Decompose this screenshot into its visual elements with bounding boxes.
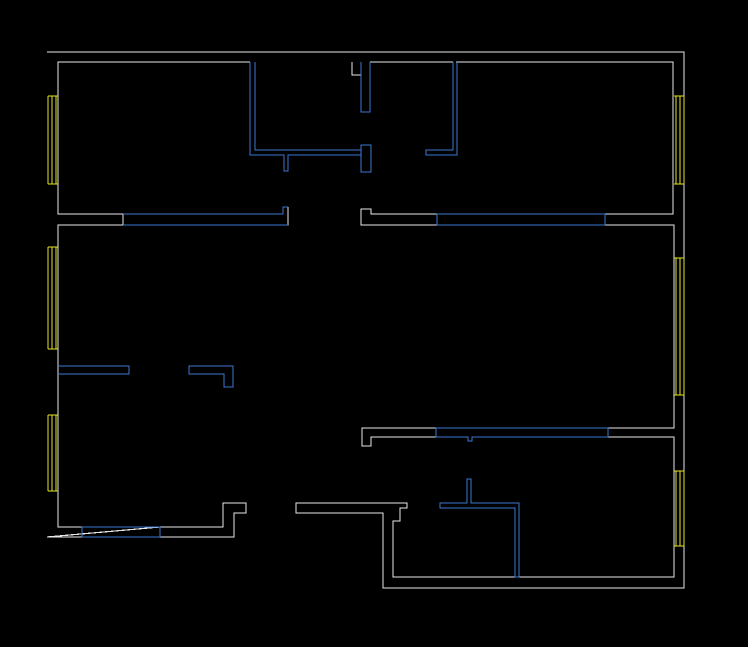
window-right-mid xyxy=(674,257,685,396)
partition-closet-center xyxy=(360,62,372,173)
partition-closet-left xyxy=(249,62,362,172)
outer-walls xyxy=(46,51,685,589)
window-left-mid xyxy=(47,246,58,350)
stub-wall-mid-left xyxy=(123,207,289,226)
partitions xyxy=(58,62,609,578)
partition-bottom-room xyxy=(439,478,520,578)
window-left-bottom xyxy=(47,414,58,492)
partition-top-left-wall xyxy=(123,206,288,226)
window-left-top xyxy=(47,95,58,185)
partition-left-stub xyxy=(58,365,130,375)
stub-wall-lower-right xyxy=(361,427,436,447)
partition-closet-right xyxy=(425,62,458,156)
outer-wall-outline xyxy=(46,51,685,589)
partition-bottom-window xyxy=(81,526,161,538)
window-right-top xyxy=(674,95,685,185)
windows xyxy=(47,95,685,547)
window-right-bottom xyxy=(674,470,685,547)
partition-lower-right-wall xyxy=(435,427,609,442)
partition-top-right-wall xyxy=(436,213,606,226)
partition-center-l xyxy=(188,365,234,388)
stub-wall-mid-right xyxy=(360,208,437,226)
stub-wall-top xyxy=(351,61,453,76)
